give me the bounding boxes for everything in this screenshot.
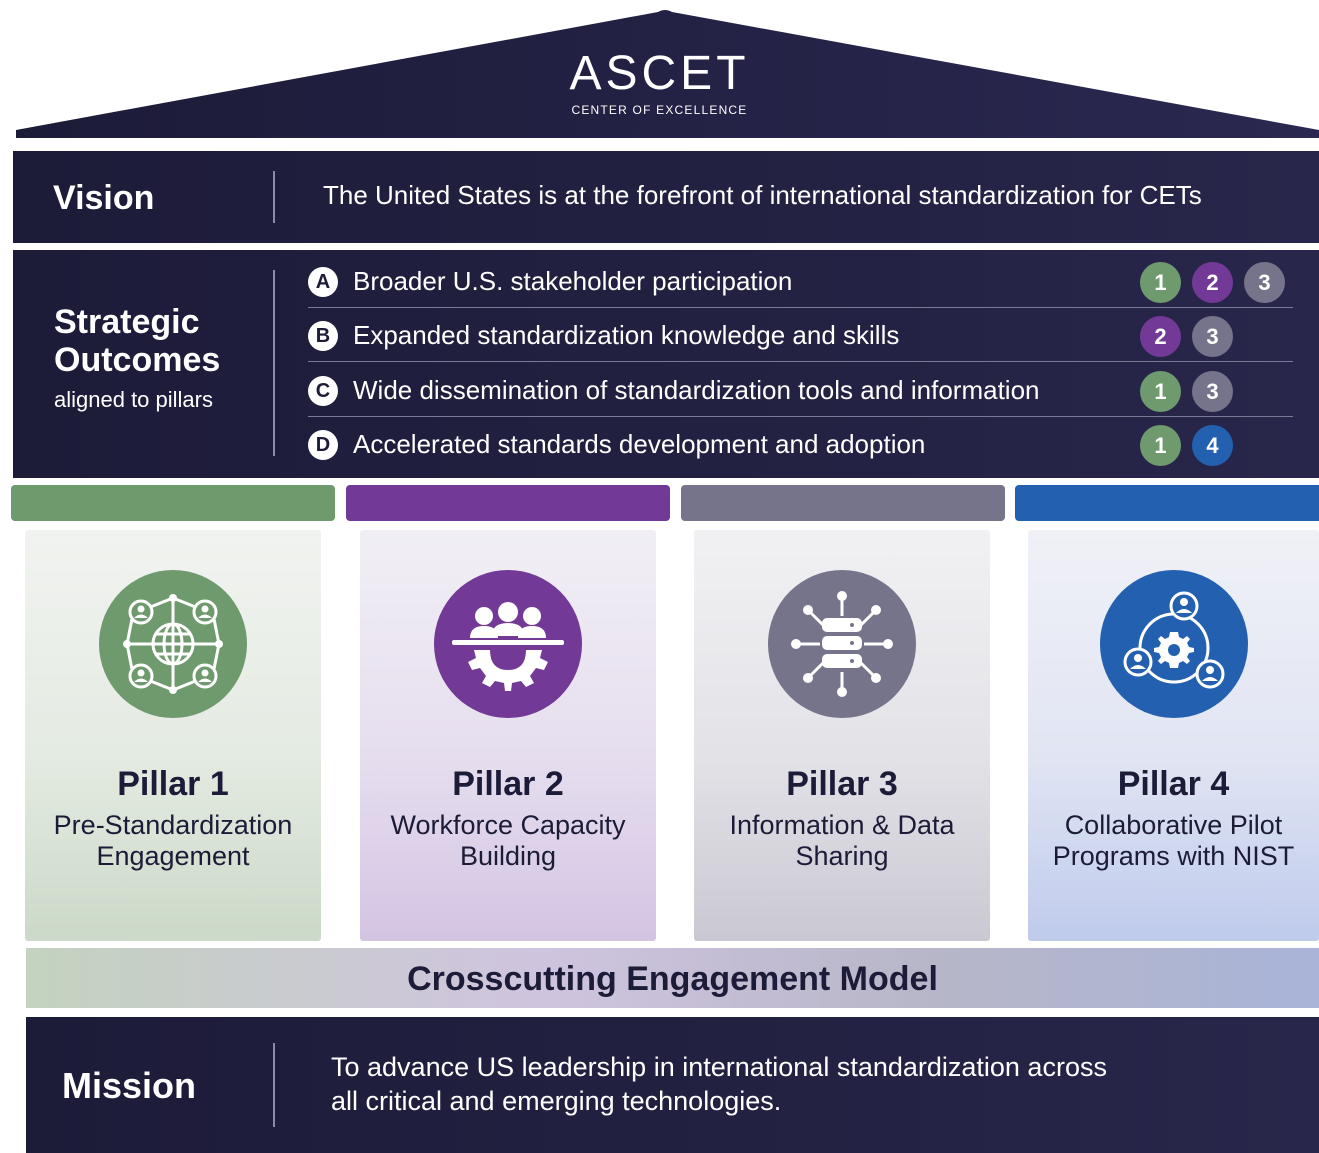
- outcome-text: Broader U.S. stakeholder participation: [353, 266, 793, 296]
- pillar-3-subtitle-line1: Information & Data: [729, 810, 955, 840]
- outcomes-label-line1: Strategic: [54, 303, 200, 341]
- pillar-1-subtitle: Pre-Standardization Engagement: [25, 810, 321, 872]
- roof-banner: [0, 0, 1319, 145]
- pillar-4-subtitle-line1: Collaborative Pilot: [1064, 810, 1283, 840]
- pillar-3-card: Pillar 3 Information & Data Sharing: [694, 530, 990, 941]
- pillar-2-subtitle-line2: Building: [459, 841, 557, 871]
- vision-label: Vision: [53, 179, 155, 217]
- pillar-3-bar: [681, 485, 1005, 521]
- vision-divider: [273, 171, 275, 223]
- pillar-1-subtitle-line1: Pre-Standardization: [53, 810, 293, 840]
- mission-label: Mission: [62, 1065, 197, 1106]
- pillar-badge: 3: [1244, 262, 1285, 303]
- pillar-3-subtitle-line2: Sharing: [795, 841, 889, 871]
- pillar-4-bar: [1015, 485, 1319, 521]
- ascet-logo: ASCET: [569, 47, 750, 100]
- mission-text: To advance US leadership in internationa…: [331, 1050, 1107, 1118]
- outcomes-label-line2: Outcomes: [54, 341, 221, 379]
- pillar-1-title: Pillar 1: [117, 765, 229, 803]
- pillar-badge: 1: [1140, 262, 1181, 303]
- row-divider: [308, 416, 1293, 417]
- pillar-2-title: Pillar 2: [452, 765, 564, 803]
- pillar-2-subtitle-line1: Workforce Capacity: [390, 810, 626, 840]
- pillar-3-subtitle: Information & Data Sharing: [694, 810, 990, 872]
- mission-divider: [273, 1043, 275, 1127]
- strategic-outcomes-band: Strategic Outcomes aligned to pillars A …: [13, 250, 1319, 478]
- pillar-badge: 4: [1192, 425, 1233, 466]
- collaboration-gear-icon: [1099, 570, 1248, 718]
- pillar-badge: 1: [1140, 425, 1181, 466]
- vision-text: The United States is at the forefront of…: [323, 180, 1202, 210]
- pillar-1-bar: [11, 485, 335, 521]
- pillar-badge: 3: [1192, 316, 1233, 357]
- pillar-1-subtitle-line2: Engagement: [96, 841, 250, 871]
- pillar-badge: 2: [1192, 262, 1233, 303]
- mission-band: Mission To advance US leadership in inte…: [26, 1017, 1319, 1153]
- team-gear-icon: [434, 570, 582, 718]
- outcome-text: Wide dissemination of standardization to…: [353, 375, 1040, 405]
- pillar-4-subtitle-line2: Programs with NIST: [1052, 841, 1295, 871]
- logo-subtitle: CENTER OF EXCELLENCE: [571, 103, 748, 117]
- crosscutting-band: Crosscutting Engagement Model: [26, 948, 1319, 1008]
- pillar-4-card: Pillar 4 Collaborative Pilot Programs wi…: [1028, 530, 1319, 941]
- outcome-row-b: B Expanded standardization knowledge and…: [308, 308, 1293, 362]
- pillar-3-title: Pillar 3: [786, 765, 898, 803]
- mission-text-line2: all critical and emerging technologies.: [331, 1086, 782, 1116]
- pillar-4-title: Pillar 4: [1117, 765, 1230, 803]
- outcome-row-d: D Accelerated standards development and …: [308, 417, 1293, 471]
- database-hub-icon: [768, 570, 916, 718]
- outcome-text: Accelerated standards development and ad…: [353, 429, 926, 459]
- row-divider: [308, 361, 1293, 362]
- mission-text-line1: To advance US leadership in internationa…: [331, 1052, 1107, 1082]
- outcome-text: Expanded standardization knowledge and s…: [353, 320, 900, 350]
- outcomes-label-line3: aligned to pillars: [54, 387, 213, 412]
- vision-band: Vision The United States is at the foref…: [13, 151, 1319, 243]
- pillar-4-subtitle: Collaborative Pilot Programs with NIST: [1028, 810, 1319, 872]
- row-divider: [308, 307, 1293, 308]
- pillar-2-subtitle: Workforce Capacity Building: [360, 810, 656, 872]
- pillar-1-card: Pillar 1 Pre-Standardization Engagement: [25, 530, 321, 941]
- outcome-letter: D: [308, 430, 338, 460]
- outcomes-divider: [273, 270, 275, 456]
- pillar-badge: 2: [1140, 316, 1181, 357]
- outcome-letter: A: [308, 267, 338, 297]
- outcome-letter: C: [308, 376, 338, 406]
- outcome-row-c: C Wide dissemination of standardization …: [308, 363, 1293, 417]
- pillar-2-bar: [346, 485, 670, 521]
- crosscutting-label: Crosscutting Engagement Model: [407, 960, 938, 998]
- outcome-letter: B: [308, 321, 338, 351]
- pillar-badge: 1: [1140, 371, 1181, 412]
- outcome-row-a: A Broader U.S. stakeholder participation…: [308, 254, 1293, 308]
- pillar-badge: 3: [1192, 371, 1233, 412]
- pillar-2-card: Pillar 2 Workforce Capacity Building: [360, 530, 656, 941]
- global-network-icon: [99, 570, 247, 718]
